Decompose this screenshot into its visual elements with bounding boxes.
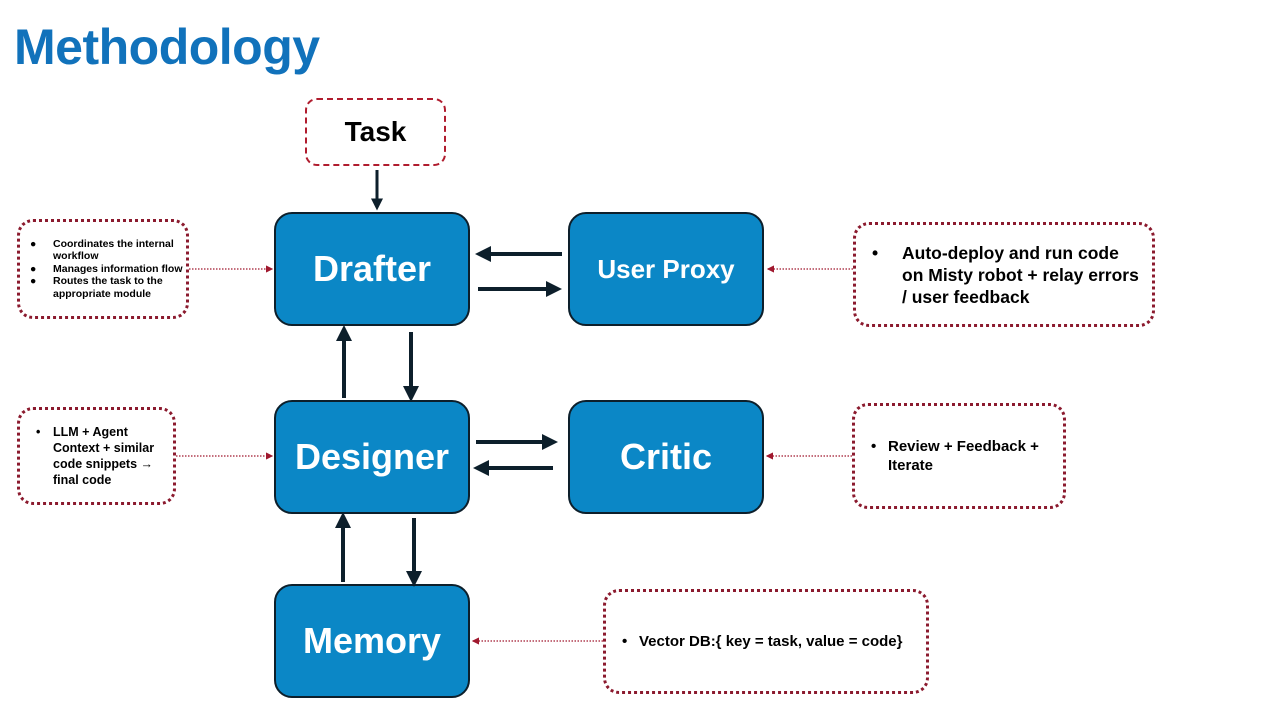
task-box: Task bbox=[305, 98, 446, 166]
designer-label: Designer bbox=[294, 436, 450, 477]
slide-title: Methodology bbox=[14, 19, 320, 75]
drafter-module: Drafter bbox=[274, 212, 470, 326]
note-item: •Review + Feedback + Iterate bbox=[871, 438, 1039, 474]
critic-label: Critic bbox=[619, 436, 713, 477]
designer-note: •LLM + Agent Context + similar code snip… bbox=[17, 407, 176, 505]
note-item: ●Routes the task to the appropriate modu… bbox=[30, 275, 163, 300]
critic-module: Critic bbox=[568, 400, 764, 514]
note-item: ●Manages information flow bbox=[30, 262, 183, 275]
task-label: Task bbox=[344, 116, 407, 147]
user-proxy-label: User Proxy bbox=[597, 253, 735, 284]
memory-module: Memory bbox=[274, 584, 470, 698]
note-item: •LLM + Agent Context + similar code snip… bbox=[36, 425, 155, 487]
user-proxy-note: •Auto-deploy and run code on Misty robot… bbox=[853, 222, 1155, 327]
note-item: •Vector DB:{ key = task, value = code} bbox=[622, 633, 903, 650]
bullet-icon: • bbox=[622, 633, 628, 650]
designer-module: Designer bbox=[274, 400, 470, 514]
note-item: •Auto-deploy and run code on Misty robot… bbox=[872, 242, 1139, 307]
bullet-icon: • bbox=[872, 242, 879, 263]
bullet-icon: ● bbox=[30, 275, 37, 288]
note-item: ●Coordinates the internal workflow bbox=[30, 237, 174, 263]
bullet-icon: • bbox=[871, 438, 877, 455]
drafter-label: Drafter bbox=[312, 248, 432, 289]
memory-note: •Vector DB:{ key = task, value = code} bbox=[603, 589, 929, 694]
drafter-note: ●Coordinates the internal workflow ●Mana… bbox=[17, 219, 189, 319]
bullet-icon: ● bbox=[30, 262, 37, 275]
memory-label: Memory bbox=[302, 620, 442, 661]
critic-note: •Review + Feedback + Iterate bbox=[852, 403, 1066, 509]
user-proxy-module: User Proxy bbox=[568, 212, 764, 326]
bullet-icon: • bbox=[36, 425, 41, 439]
bullet-icon: ● bbox=[30, 237, 37, 250]
